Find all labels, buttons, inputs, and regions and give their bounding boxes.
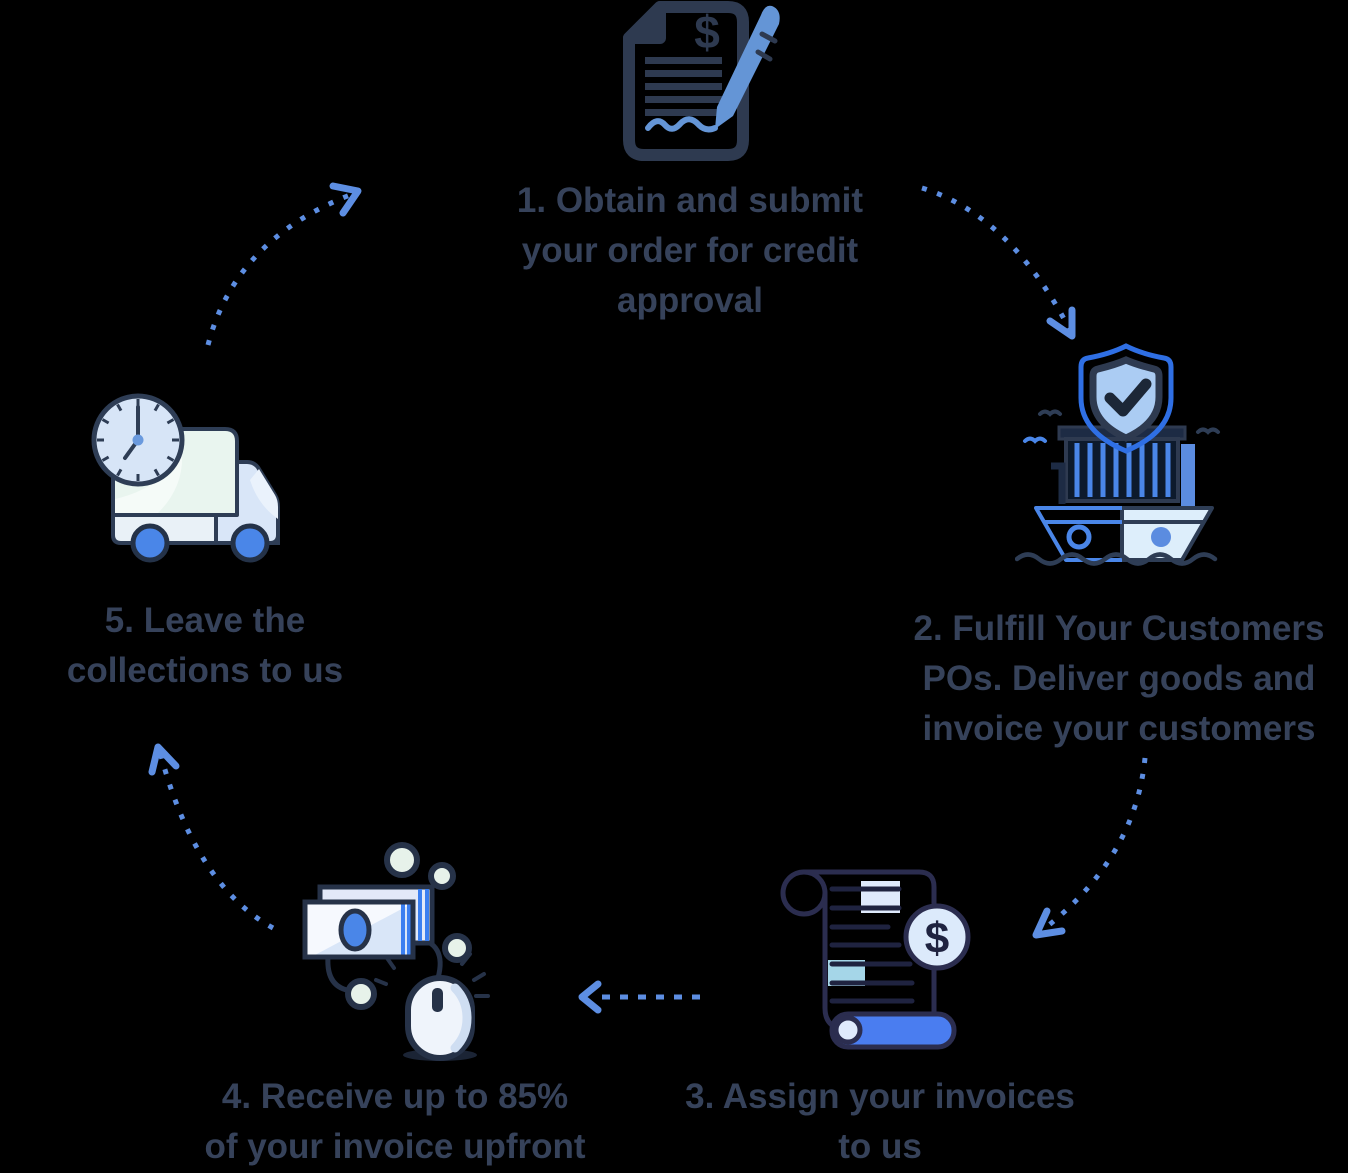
step-2-line: POs. Deliver goods and: [922, 659, 1316, 698]
arrow-step5-to-step1-icon: [205, 182, 362, 346]
porthole-filled: [1151, 527, 1171, 547]
invoice-text-lines: [829, 886, 915, 1004]
banknote-front-outline: [302, 899, 416, 960]
step-1-line: approval: [617, 281, 763, 320]
ship-funnel: [1181, 444, 1195, 508]
checkmark-icon: [1104, 378, 1152, 417]
bird-icon: [1196, 427, 1220, 435]
step-5-line: collections to us: [66, 651, 344, 690]
step-5-label: 5. Leave the collections to us: [0, 596, 410, 696]
bubble-icon: [384, 842, 420, 878]
step-1-line: your order for credit: [521, 231, 859, 270]
mouse-scroll-slot: [432, 988, 443, 1012]
step-1-line: 1. Obtain and submit: [516, 181, 864, 220]
delivery-truck-clock-icon: [91, 393, 280, 563]
shield-outer: [1078, 343, 1174, 454]
arrow-step4-to-step5-icon: [148, 743, 275, 931]
container-stripes: [1074, 443, 1171, 497]
porthole-outline: [1066, 524, 1092, 550]
bubble-icon: [442, 933, 472, 963]
document-text-lines: [645, 57, 722, 116]
bird-icon: [1023, 436, 1047, 444]
dollar-coin: [903, 903, 971, 971]
mouse-shading: [450, 983, 472, 1053]
ship-hull-left: [1034, 506, 1122, 562]
truck-wheel: [130, 523, 170, 563]
document-dollar-glyph: $: [694, 6, 720, 58]
step-5-line: 5. Leave the: [104, 601, 306, 640]
cargo-highlight: [115, 453, 183, 513]
roll-end-cap: [833, 1015, 863, 1045]
signature-squiggle: [645, 116, 718, 133]
bubble-icon: [428, 862, 456, 890]
invoice-scroll-dollar-icon: $: [780, 869, 971, 1050]
scroll-sheet-outline: [801, 869, 937, 1015]
mast-bracket: [1051, 462, 1066, 504]
step-3-line: to us: [838, 1127, 922, 1166]
cargo-ship-approved-icon: [1015, 343, 1220, 566]
bubble-icon: [345, 978, 377, 1010]
bird-icon: [1038, 409, 1062, 417]
step-4-label: 4. Receive up to 85% of your invoice upf…: [165, 1072, 625, 1172]
step-3-line: 3. Assign your invoices: [685, 1077, 1075, 1116]
step-3-label: 3. Assign your invoices to us: [650, 1072, 1110, 1172]
truck-cab-highlight: [250, 469, 278, 519]
mouse-body: [405, 975, 475, 1061]
truck-wheel: [230, 523, 270, 563]
pen-clip-detail: [755, 31, 778, 62]
step-4-line: of your invoice upfront: [204, 1127, 586, 1166]
banknote-front-stripes: [401, 904, 411, 955]
banknote-back-stripes: [418, 889, 429, 941]
step-1-label: 1. Obtain and submit your order for cred…: [450, 176, 930, 326]
step-2-line: 2. Fulfill Your Customers: [913, 609, 1325, 648]
coin-dollar-glyph: $: [925, 914, 949, 963]
arrow-step1-to-step2-icon: [921, 185, 1076, 340]
waves: [1015, 552, 1218, 566]
document-outline: [623, 1, 749, 161]
contract-signing-icon: $: [623, 1, 780, 161]
scroll-curl: [780, 869, 828, 917]
arrow-step3-to-step4-icon: [578, 980, 700, 1014]
clock-icon: [91, 393, 185, 487]
step-4-line: 4. Receive up to 85%: [221, 1077, 569, 1116]
clock-center-dot: [132, 434, 144, 446]
step-2-line: invoice your customers: [922, 709, 1316, 748]
cash-payment-mouse-icon: [302, 842, 490, 1061]
document-fold-corner: [623, 1, 666, 44]
clock-ticks: [97, 399, 179, 481]
arrow-step2-to-step3-icon: [1032, 757, 1148, 939]
banknote-oval: [338, 908, 372, 952]
click-rays: [374, 952, 490, 998]
scroll-bottom-roll: [829, 1011, 957, 1050]
step-2-label: 2. Fulfill Your Customers POs. Deliver g…: [890, 604, 1348, 754]
